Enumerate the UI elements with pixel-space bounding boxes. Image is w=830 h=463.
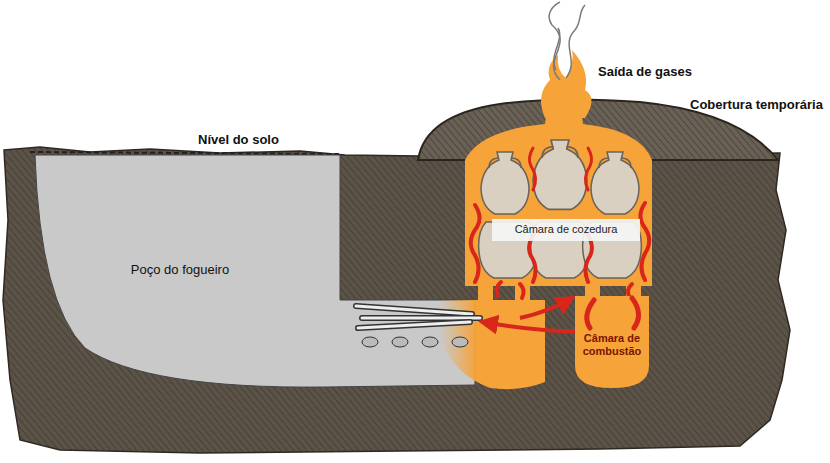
flames xyxy=(497,282,501,296)
combustion-chamber: Câmara de combustão xyxy=(572,296,652,390)
fire-pit-outline xyxy=(35,153,475,390)
firing-chamber-cavity xyxy=(515,283,530,301)
smoke-wisps xyxy=(554,28,560,70)
flames xyxy=(471,205,480,282)
fire-pit-text: Poço do fogueiro xyxy=(105,263,255,278)
combustion-chamber-text: Câmara de combustão xyxy=(574,332,650,357)
chamber-label-band-text: Câmara de cozedura xyxy=(492,223,640,236)
cover-label: Cobertura temporária xyxy=(690,97,823,112)
firing-chamber-cavity xyxy=(465,100,652,286)
heat-arrow xyxy=(520,298,572,318)
gas-plume xyxy=(541,50,592,118)
pottery-vessels xyxy=(591,152,639,214)
pottery-vessels xyxy=(481,152,529,214)
smoke-wisps xyxy=(549,2,585,80)
firing-chamber-cavity xyxy=(478,283,493,301)
flames xyxy=(471,148,650,298)
firing-chamber-cavity xyxy=(465,100,652,301)
flames xyxy=(529,148,535,190)
flames xyxy=(529,234,535,282)
earth-ground xyxy=(3,147,790,453)
flame xyxy=(587,300,594,328)
earth-ground xyxy=(3,147,790,453)
flames xyxy=(585,148,591,190)
smoke-wisps xyxy=(549,2,560,80)
fire-pit: Poço do fogueiro xyxy=(35,153,475,390)
pottery-vessels xyxy=(479,140,642,278)
ground-level-label: Nível do solo xyxy=(198,132,279,147)
earth-ground xyxy=(3,147,790,453)
flame xyxy=(632,298,639,328)
smoke-wisps xyxy=(566,5,585,78)
flames xyxy=(585,234,591,282)
ground-level-line xyxy=(30,152,340,154)
chamber-label-band: Câmara de cozedura xyxy=(492,219,640,241)
flames xyxy=(520,284,524,298)
flames xyxy=(640,203,649,280)
gas-outlet-label: Saída de gases xyxy=(598,64,692,79)
combustion-chamber-outline xyxy=(575,296,649,388)
pottery-vessels xyxy=(533,140,587,209)
fire-pit-outline xyxy=(35,155,475,387)
